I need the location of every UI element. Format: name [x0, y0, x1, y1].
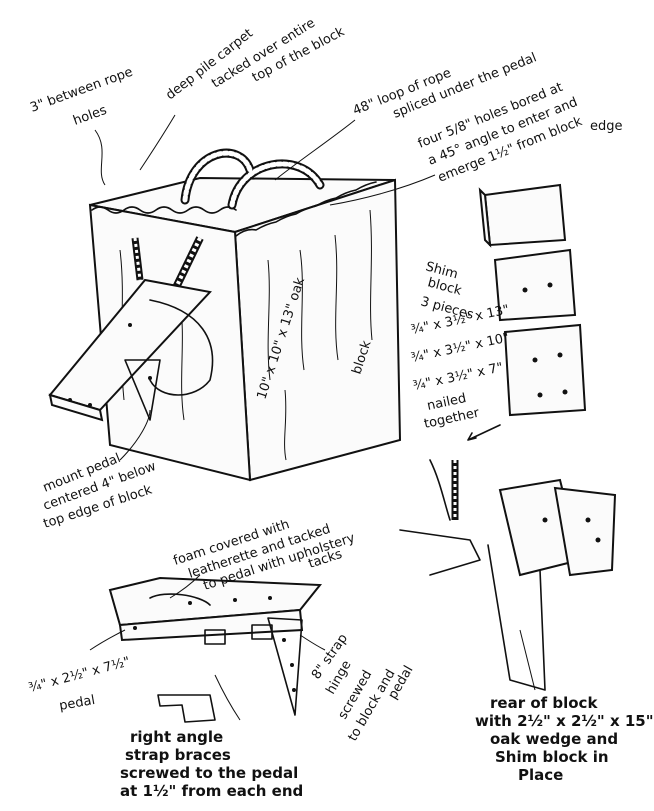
label-braces-1: right angle: [130, 728, 223, 746]
label-shim-6: ¾" x 3½" x 7": [412, 360, 505, 394]
label-pedal-2: pedal: [58, 693, 96, 714]
leader-lines: [89, 114, 536, 721]
label-rope-holes-1: 3" between rope: [28, 65, 135, 116]
label-rear-4: Shim block in: [495, 748, 609, 766]
shim-block: [467, 183, 587, 441]
label-rear-1: rear of block: [490, 694, 598, 712]
label-rear-2: with 2½" x 2½" x 15": [475, 712, 654, 730]
brace-closeup: [157, 694, 216, 723]
label-rear-5: Place: [518, 766, 563, 784]
rear-block-view: [399, 459, 617, 691]
block-front-face: [233, 178, 402, 482]
label-braces-3: screwed to the pedal: [120, 764, 298, 782]
label-holes-4: edge: [590, 119, 623, 134]
oak-block: [88, 148, 402, 482]
mounted-pedal: [48, 278, 214, 422]
label-shim-2: block: [426, 275, 464, 299]
label-pedal-1: ¾" x 2½" x 7½": [27, 654, 132, 695]
pedal-detail: [108, 576, 323, 723]
label-rear-3: oak wedge and: [490, 730, 618, 748]
label-braces-4: at 1½" from each end: [120, 782, 303, 800]
carpet-edge-front: [235, 181, 377, 237]
label-rope-holes-2: holes: [71, 103, 109, 129]
carpet-edge: [91, 206, 237, 214]
shim-arrow: [467, 424, 501, 441]
strap-hinge: [267, 617, 303, 716]
label-braces-2: strap braces: [125, 746, 231, 764]
